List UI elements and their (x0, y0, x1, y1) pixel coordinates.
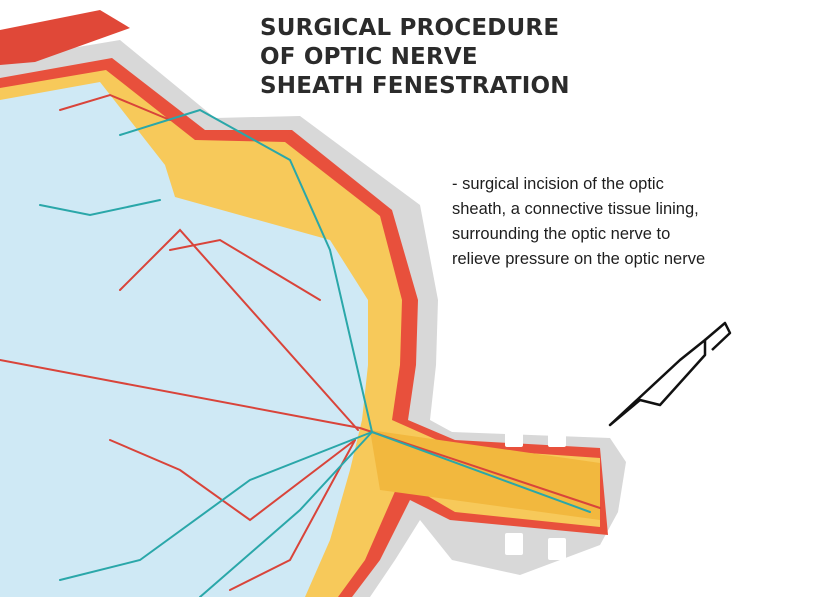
title-line-1: SURGICAL PROCEDURE (260, 14, 570, 43)
title-line-2: OF OPTIC NERVE (260, 43, 570, 72)
description-line-2: sheath, a connective tissue lining, (452, 197, 705, 222)
description-line-4: relieve pressure on the optic nerve (452, 247, 705, 272)
diagram-title: SURGICAL PROCEDURE OF OPTIC NERVE SHEATH… (260, 14, 570, 101)
title-line-3: SHEATH FENESTRATION (260, 72, 570, 101)
description-line-3: surrounding the optic nerve to (452, 222, 705, 247)
scalpel-icon (610, 323, 730, 425)
procedure-description: - surgical incision of the optic sheath,… (452, 172, 705, 272)
description-line-1: - surgical incision of the optic (452, 172, 705, 197)
